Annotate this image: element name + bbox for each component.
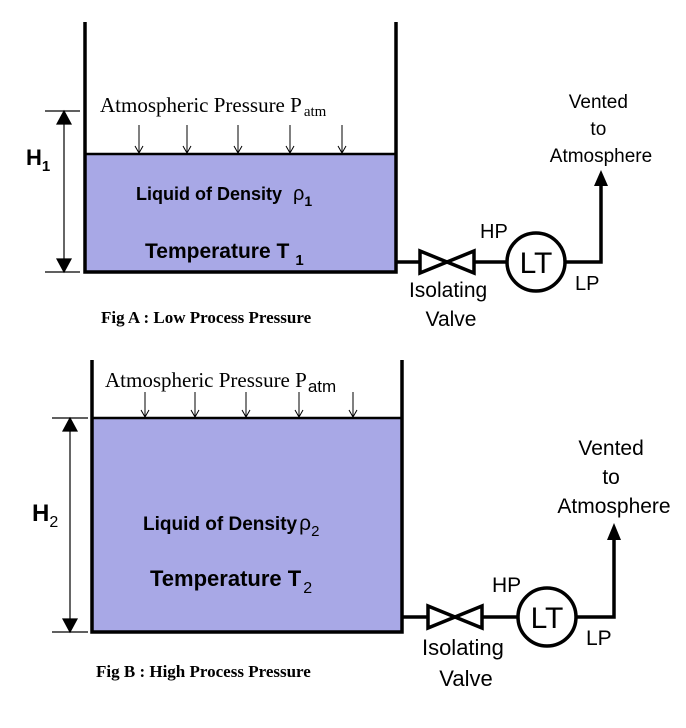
lp-label-a: LP xyxy=(575,273,599,295)
pressure-arrows-b xyxy=(140,392,358,419)
liquid-fill-a xyxy=(85,154,396,272)
density-label-b: Liquid of Densityρ2 xyxy=(143,512,319,540)
lt-label-a: LT xyxy=(520,247,553,280)
pressure-arrows-a xyxy=(134,125,347,155)
hp-label-b: HP xyxy=(492,574,521,597)
isolating-valve-b xyxy=(426,603,484,631)
figure-b: Atmospheric Pressure Patm H2 Liquid of D… xyxy=(32,360,671,691)
vent-label-b: Vented to Atmosphere xyxy=(557,437,670,518)
vent-arrow-a xyxy=(594,170,608,186)
lp-label-b: LP xyxy=(586,627,612,650)
height-dimension-a xyxy=(45,109,80,274)
valve-label-b: Isolating Valve xyxy=(422,635,510,691)
caption-b: Fig B : High Process Pressure xyxy=(96,662,311,681)
height-label-b: H2 xyxy=(32,500,58,531)
isolating-valve-a xyxy=(418,248,476,276)
tank-a xyxy=(83,22,398,274)
liquid-fill-b xyxy=(92,418,402,632)
height-dimension-b xyxy=(52,416,88,634)
vent-pipe-b xyxy=(576,537,616,619)
vent-label-a: Vented to Atmosphere xyxy=(550,92,652,167)
hp-label-a: HP xyxy=(480,221,508,243)
valve-label-a: Isolating Valve xyxy=(409,279,493,331)
height-label-a: H1 xyxy=(26,145,50,175)
density-label-a: Liquid of Density ρ1 xyxy=(136,183,312,209)
caption-a: Fig A : Low Process Pressure xyxy=(101,308,312,327)
tank-b xyxy=(90,360,404,634)
lt-label-b: LT xyxy=(531,602,564,635)
atm-pressure-label-b: Atmospheric Pressure Patm xyxy=(105,368,336,396)
vent-pipe-a xyxy=(565,183,603,264)
vent-arrow-b xyxy=(607,523,621,540)
